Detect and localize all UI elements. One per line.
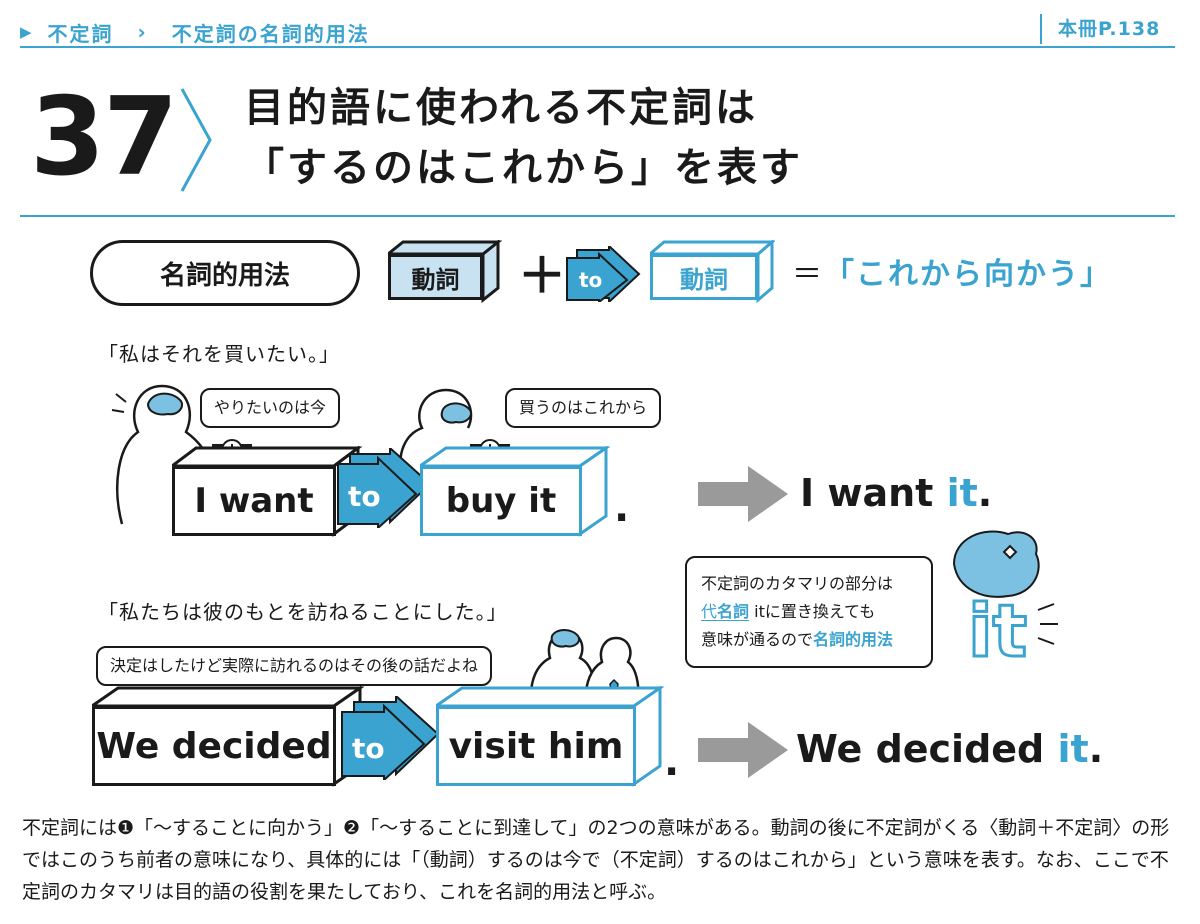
example1-result-period: . xyxy=(977,471,993,515)
example1-part1: I want xyxy=(172,466,336,536)
verb-box-2: 動詞 xyxy=(650,254,758,300)
breadcrumb-subsection[interactable]: 不定詞の名詞的用法 xyxy=(171,21,370,46)
to-label: to xyxy=(352,732,385,765)
it-3d-text: it xyxy=(968,590,1027,666)
explanation-paragraph: 不定詞には❶「～することに向かう」❷「～することに到達して」の2つの意味がある。… xyxy=(22,817,1170,903)
to-label: to xyxy=(348,480,381,513)
example2-part2: visit him xyxy=(436,706,636,786)
gray-arrow-icon xyxy=(698,466,788,522)
example2-result-main: We decided xyxy=(796,727,1058,771)
example2-result-period: . xyxy=(1088,727,1104,771)
title-chevron-icon xyxy=(180,88,212,192)
title-rule xyxy=(20,215,1175,217)
equals-sign: ＝ xyxy=(792,257,822,292)
example1-japanese: 「私はそれを買いたい。」 xyxy=(98,342,340,366)
note-line-1: 不定詞のカタマリの部分は xyxy=(701,574,894,593)
example2-result: We decided it. xyxy=(796,724,1103,774)
title-line-1: 目的語に使われる不定詞は xyxy=(244,85,758,131)
bird-mascot-icon xyxy=(952,530,1040,598)
usage-label-pill: 名詞的用法 xyxy=(90,240,360,306)
note-line-2-suffix: に置き換えても xyxy=(764,602,876,621)
note-line-2-it: it xyxy=(749,602,765,621)
page-title: 目的語に使われる不定詞は 「するのはこれから」を表す xyxy=(244,78,803,198)
example1-result-it: it xyxy=(946,471,978,515)
plus-sign: ＋ xyxy=(518,248,567,304)
example2-part1: We decided xyxy=(92,706,336,786)
to-arrow-icon: to xyxy=(337,448,432,528)
note-box: 不定詞のカタマリの部分は 代名詞 itに置き換えても 意味が通るので名詞的用法 xyxy=(685,556,933,668)
header-rule xyxy=(20,46,1175,48)
box-3d-blue-1 xyxy=(420,446,610,537)
note-line-3-prefix: 意味が通るので xyxy=(701,630,814,649)
formula-result: 「これから向かう」 xyxy=(824,257,1112,292)
breadcrumb-section[interactable]: 不定詞 xyxy=(47,21,114,46)
person-illustration-2 xyxy=(399,388,473,481)
example2-result-it: it xyxy=(1057,727,1089,771)
to-label: to xyxy=(579,268,602,292)
verb-box-1: 動詞 xyxy=(388,254,483,300)
example1-part2: buy it xyxy=(420,466,582,536)
box-3d-blue-2 xyxy=(436,686,664,787)
note-line-2-noun: 名詞 xyxy=(717,602,750,621)
speech-bubble-future: 買うのはこれから xyxy=(505,388,662,428)
note-line-3-highlight: 名詞的用法 xyxy=(813,630,894,649)
chevron-right-icon: › xyxy=(137,20,148,44)
example2-period: . xyxy=(664,739,680,785)
note-line-3: 意味が通るので名詞的用法 xyxy=(701,626,917,654)
note-line-2: 代名詞 itに置き換えても xyxy=(701,598,917,626)
play-triangle-icon: ▶ xyxy=(20,23,34,41)
verb-box-3d-blue xyxy=(650,240,775,304)
example2-japanese: 「私たちは彼のもとを訪ねることにした。」 xyxy=(98,600,508,624)
lesson-number: 37 xyxy=(30,75,178,200)
speech-bubble-now: やりたいのは今 xyxy=(200,388,341,428)
to-arrow-icon: to xyxy=(566,246,641,302)
page-reference: 本冊P.138 xyxy=(1058,18,1161,40)
title-line-2: 「するのはこれから」を表す xyxy=(244,145,803,191)
example1-period: . xyxy=(614,485,630,531)
example1-result: I want it. xyxy=(800,468,992,518)
example1-result-main: I want xyxy=(800,471,947,515)
person-illustration-1 xyxy=(111,384,214,525)
to-arrow-icon: to xyxy=(341,696,440,780)
note-line-2-prefix: 代 xyxy=(701,602,718,621)
breadcrumb: ▶ 不定詞 › 不定詞の名詞的用法 xyxy=(20,12,370,52)
header-separator xyxy=(1040,14,1042,44)
speech-bubble-decided: 決定はしたけど実際に訪れるのはその後の話だよね xyxy=(96,646,493,686)
it-letters-3d: it xyxy=(967,590,1058,666)
gray-arrow-icon xyxy=(698,722,788,778)
